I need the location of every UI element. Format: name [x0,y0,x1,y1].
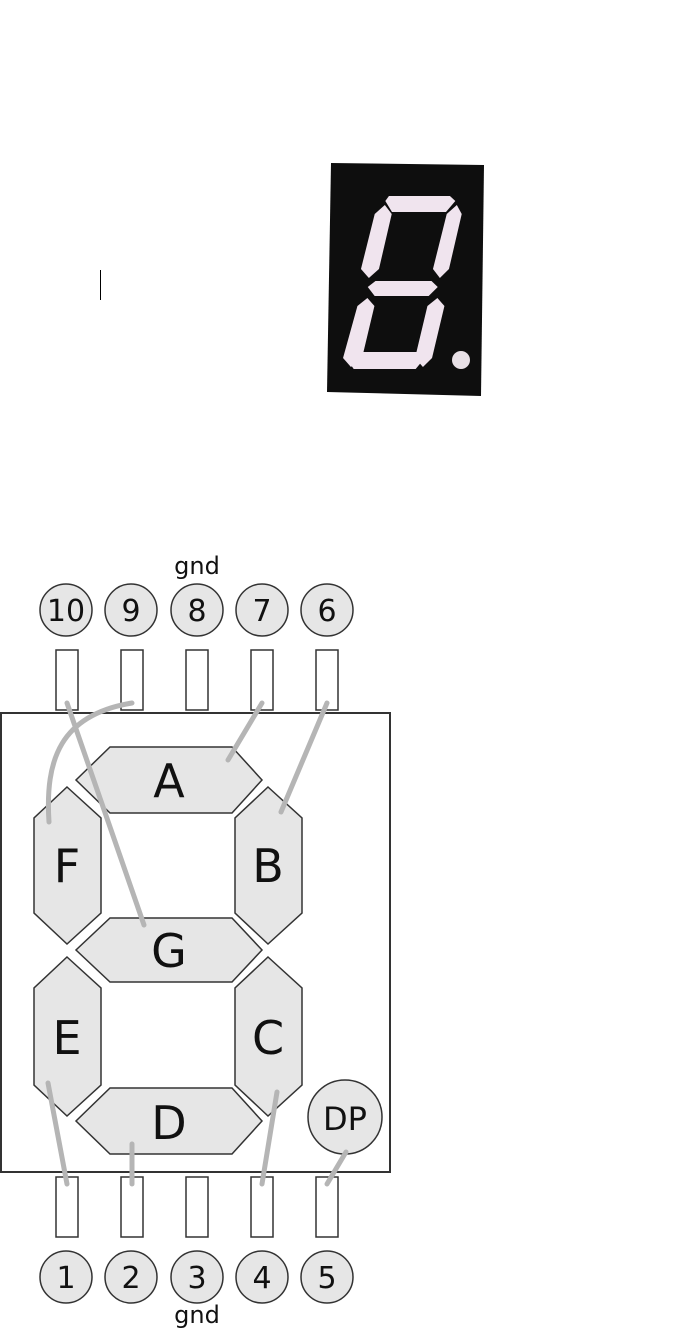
bottom-gnd-label: gnd [174,1301,220,1329]
segment-label-e: E [52,1011,81,1065]
segment-label-c: C [252,1011,284,1065]
dp-label: DP [323,1100,367,1138]
bottom-pin-number: 2 [121,1261,140,1296]
pin-leg-3 [186,1177,208,1237]
top-pin-number: 9 [121,594,140,629]
top-pin-number: 7 [252,594,271,629]
segment-label-a: A [153,754,185,808]
bottom-pin-number: 5 [317,1261,336,1296]
segment-label-b: B [252,839,284,893]
segment-label-d: D [151,1096,186,1150]
top-gnd-label: gnd [174,552,220,580]
top-pin-number: 6 [317,594,336,629]
bottom-pin-number: 3 [187,1261,206,1296]
top-pin-number: 10 [47,594,85,629]
bottom-pin-number: 1 [56,1261,75,1296]
segment-label-f: F [54,839,80,893]
pin-leg-8 [186,650,208,710]
top-pin-number: 8 [187,594,206,629]
bottom-pin-number: 4 [252,1261,271,1296]
segment-label-g: G [151,924,187,978]
